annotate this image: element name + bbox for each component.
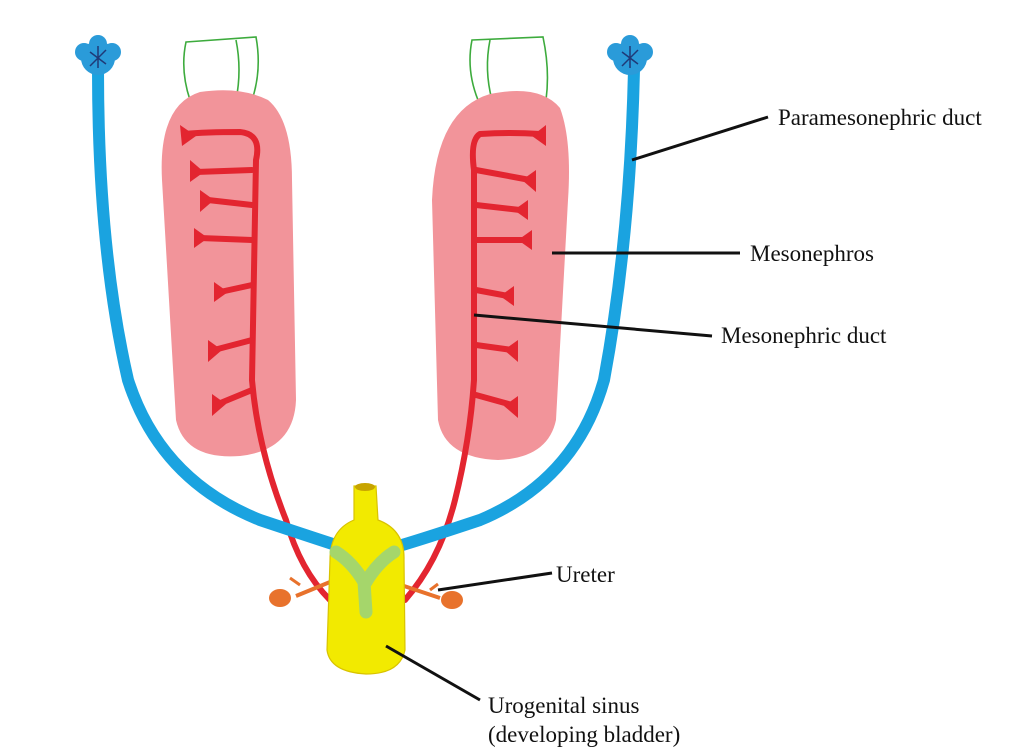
right-tubule-tips [500, 125, 546, 418]
urogenital-sinus [326, 483, 406, 675]
right-gonad-outline [469, 36, 549, 101]
leader-lines [385, 115, 769, 702]
leader-urogenital-sinus [385, 644, 481, 702]
left-ureter [269, 576, 331, 607]
label-developing-bladder: (developing bladder) [488, 722, 680, 747]
left-fimbria [75, 35, 121, 75]
leader-mesonephric-duct [473, 313, 713, 338]
left-mesonephros [161, 90, 296, 457]
leader-ureter [437, 571, 553, 592]
label-mesonephros: Mesonephros [750, 241, 874, 266]
left-tubule-tips [180, 125, 228, 416]
right-mesonephric-duct [402, 130, 543, 603]
label-ureter: Ureter [556, 562, 615, 587]
right-ureter [403, 582, 463, 609]
label-mesonephric-duct: Mesonephric duct [721, 323, 887, 348]
right-paramesonephric-duct [386, 64, 640, 554]
label-urogenital-sinus: Urogenital sinus [488, 693, 639, 718]
leader-paramesonephric [631, 115, 769, 162]
left-paramesonephric-duct [92, 64, 351, 554]
label-paramesonephric-duct: Paramesonephric duct [778, 105, 982, 130]
right-fimbria [607, 35, 653, 75]
